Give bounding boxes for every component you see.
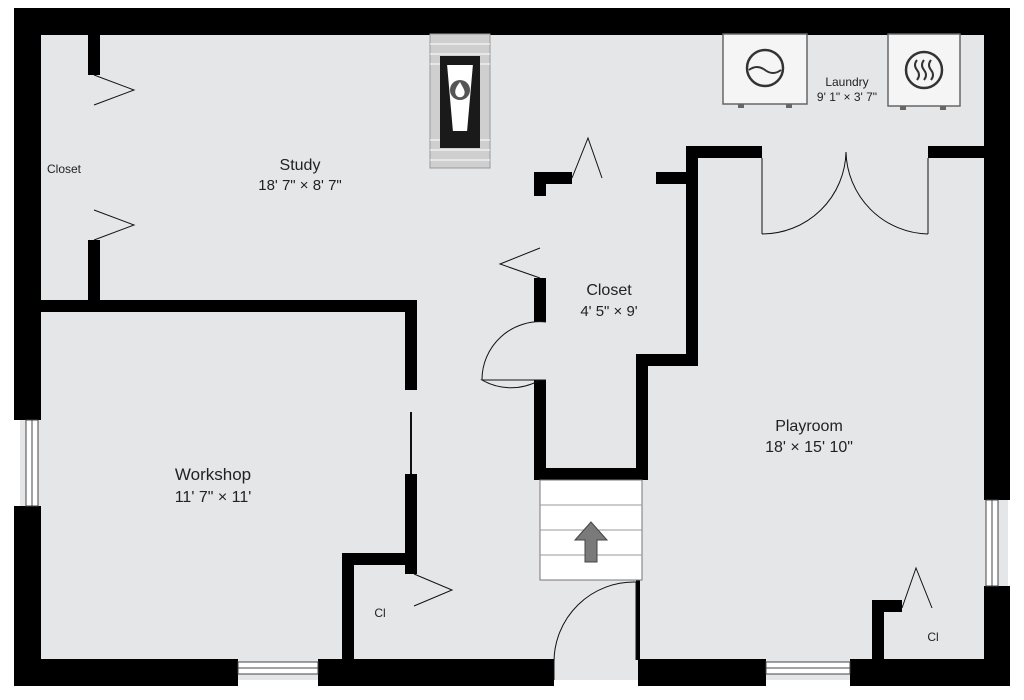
room-dims-study: 18' 7" × 8' 7" (258, 177, 342, 194)
windows (25, 419, 999, 675)
room-label-study: Study (280, 157, 321, 174)
room-label-workshop: Workshop (175, 465, 251, 484)
floor-area (20, 18, 1008, 680)
fireplace-icon (429, 33, 491, 169)
room-label-closet-left: Closet (47, 162, 82, 176)
room-label-cl-workshop: Cl (374, 606, 385, 620)
room-label-closet-center: Closet (586, 282, 632, 299)
room-dims-workshop: 11' 7" × 11' (175, 489, 252, 506)
doors (93, 74, 933, 680)
room-label-cl-playroom: Cl (927, 630, 938, 644)
dryer-icon (887, 33, 961, 110)
interior-walls (41, 35, 986, 660)
room-dims-playroom: 18' × 15' 10" (765, 439, 853, 456)
room-dims-laundry: 9' 1" × 3' 7" (817, 90, 877, 104)
room-label-laundry: Laundry (825, 75, 868, 89)
room-label-playroom: Playroom (775, 418, 843, 435)
room-dims-closet-center: 4' 5" × 9' (580, 303, 637, 320)
outer-walls (14, 8, 1010, 686)
washer-icon (722, 33, 808, 108)
arrow-up-icon (573, 521, 609, 563)
